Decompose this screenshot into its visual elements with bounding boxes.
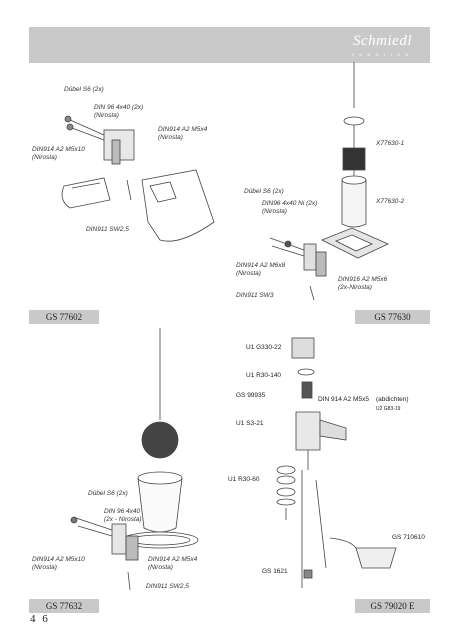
part-label: (Nirosta) xyxy=(262,208,287,215)
part-label: GS 1621 xyxy=(262,568,288,575)
part-label: Dübel S6 (2x) xyxy=(64,86,104,93)
caption-gs-79020e: GS 79020 E xyxy=(355,599,430,613)
part-label: DIN914 A2 M6x8 xyxy=(236,262,286,269)
part-label: DIN914 A2 M5x10 xyxy=(32,146,85,153)
part-label: DIN96 4x40 Ni (2x) xyxy=(262,200,318,207)
part-label: (Nirosta) xyxy=(32,564,57,571)
drawing-gs-79020e xyxy=(276,337,397,588)
caption-gs-77630: GS 77630 xyxy=(355,310,430,324)
part-label: (abdichten) xyxy=(376,396,409,403)
caption-gs-77602: GS 77602 xyxy=(29,310,99,324)
part-label: GS 99935 xyxy=(236,392,266,399)
part-label: X77630-1 xyxy=(376,140,405,147)
part-label: Dübel S6 (2x) xyxy=(244,188,284,195)
part-label: (2x - Nirosta) xyxy=(104,516,142,523)
part-label: DIN911 SW3 xyxy=(236,292,274,299)
part-label: U1 S3-21 xyxy=(236,420,264,427)
drawing-gs-77632 xyxy=(70,328,199,591)
part-label: (Nirosta) xyxy=(94,112,119,119)
part-label: (2x-Nirosta) xyxy=(338,284,372,291)
part-label: DIN911 SW2,5 xyxy=(86,226,129,233)
part-label: Dübel S6 (2x) xyxy=(88,490,128,497)
part-label: DIN 96 4x40 (2x) xyxy=(94,104,144,111)
part-label: U2 G83-19 xyxy=(376,406,401,412)
part-label: U1 R30-140 xyxy=(246,372,282,379)
part-label: GS 710610 xyxy=(392,534,425,541)
part-label: (Nirosta) xyxy=(32,154,57,161)
part-label: DIN916 A2 M5x6 xyxy=(338,276,388,283)
part-label: X77630-2 xyxy=(376,198,405,205)
part-label: (Nirosta) xyxy=(236,270,261,277)
part-label: (Nirosta) xyxy=(148,564,173,571)
part-label: DIN911 SW2,5 xyxy=(146,583,189,590)
drawing-gs-77630 xyxy=(269,62,389,301)
part-label: DIN914 A2 M5x4 xyxy=(158,126,208,133)
part-label: DIN914 A2 M5x10 xyxy=(32,556,85,563)
drawing-gs-77602 xyxy=(61,115,215,242)
header-band: Schmiedl F U N K T I O N xyxy=(29,27,430,63)
part-label: DIN914 A2 M5x4 xyxy=(148,556,198,563)
part-label: (Nirosta) xyxy=(158,134,183,141)
part-label: U1 G330-22 xyxy=(246,344,282,351)
page-number: 4 6 xyxy=(30,613,50,625)
brand-logo: Schmiedl xyxy=(353,33,412,49)
part-label: DIN 914 A2 M5x5 xyxy=(318,396,369,403)
part-label: U1 R30-60 xyxy=(228,476,260,483)
caption-gs-77632: GS 77632 xyxy=(29,599,99,613)
brand-subline: F U N K T I O N xyxy=(351,52,410,57)
part-label: DIN 96 4x40 xyxy=(104,508,141,515)
